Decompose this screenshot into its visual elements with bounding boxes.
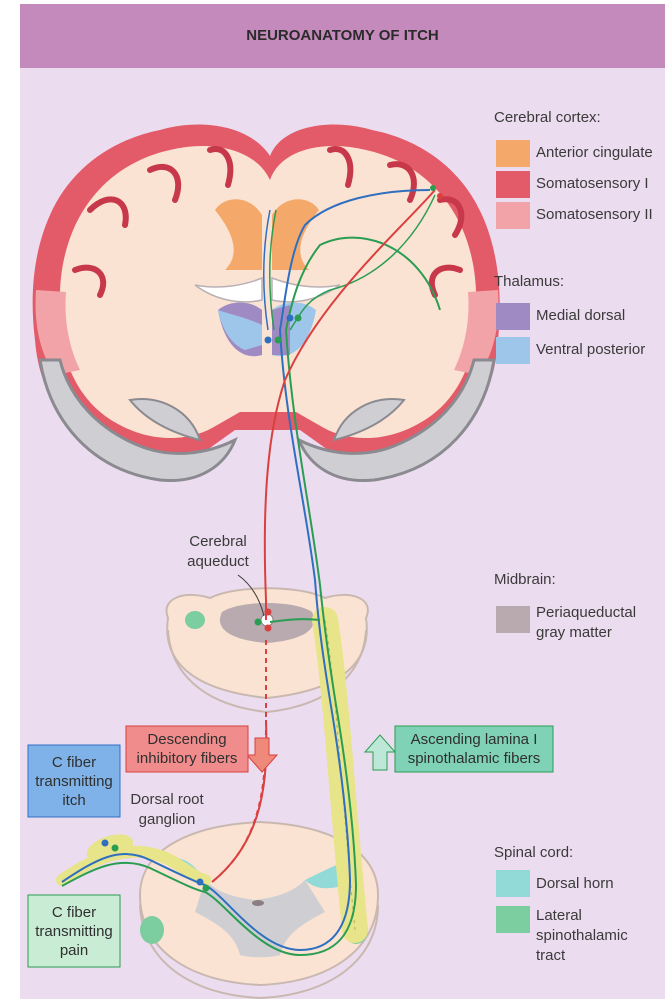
label-dorsal-root-ganglion: Dorsal root ganglion [122, 790, 212, 830]
label-c-fiber-itch: C fiber transmitting itch [28, 745, 120, 817]
label-c-fiber-pain: C fiber transmitting pain [28, 895, 120, 967]
label-ascending-fibers: Ascending lamina I spinothalamic fibers [395, 726, 553, 772]
label-descending-fibers: Descending inhibitory fibers [126, 726, 248, 772]
